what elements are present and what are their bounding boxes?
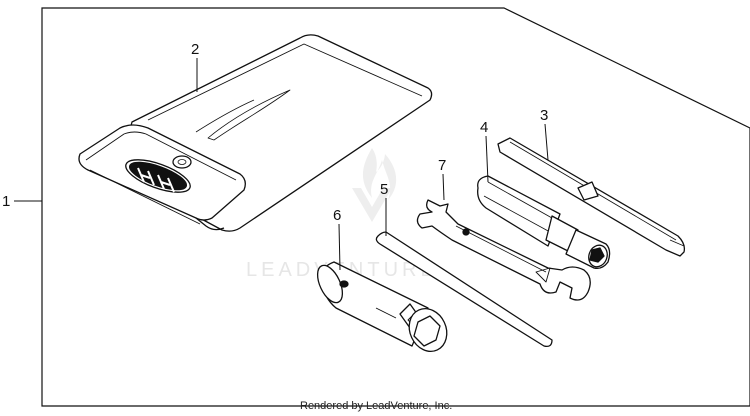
snap-button-icon bbox=[172, 155, 192, 169]
callout-4: 4 bbox=[480, 119, 489, 183]
callout-number: 5 bbox=[380, 181, 388, 198]
callout-7: 7 bbox=[438, 157, 446, 201]
callout-number: 6 bbox=[333, 207, 341, 224]
callout-number: 3 bbox=[540, 107, 548, 124]
hex-socket-icon bbox=[413, 315, 441, 347]
open-end-wrench bbox=[416, 199, 591, 301]
callout-2: 2 bbox=[191, 41, 199, 92]
hex-socket-icon bbox=[589, 247, 605, 263]
render-credit: Rendered by LeadVenture, Inc. bbox=[300, 400, 453, 412]
tool-bag bbox=[78, 34, 433, 232]
callout-6: 6 bbox=[333, 207, 341, 271]
screwdriver-blade bbox=[497, 137, 686, 257]
callout-5: 5 bbox=[380, 181, 388, 236]
screwdriver-handle bbox=[477, 175, 611, 270]
tommy-bar bbox=[375, 231, 553, 348]
brand-mark-icon bbox=[137, 167, 175, 193]
flame-logo-icon bbox=[362, 148, 397, 200]
callout-number: 4 bbox=[480, 119, 488, 136]
spark-plug-wrench bbox=[316, 261, 448, 352]
assembly-frame bbox=[41, 7, 750, 407]
chevron-logo-icon bbox=[352, 188, 392, 222]
callout-number: 2 bbox=[191, 41, 199, 58]
callout-3: 3 bbox=[540, 107, 549, 161]
callout-number: 7 bbox=[438, 157, 446, 174]
callout-1: 1 bbox=[2, 193, 42, 210]
callout-number: 1 bbox=[2, 193, 10, 210]
